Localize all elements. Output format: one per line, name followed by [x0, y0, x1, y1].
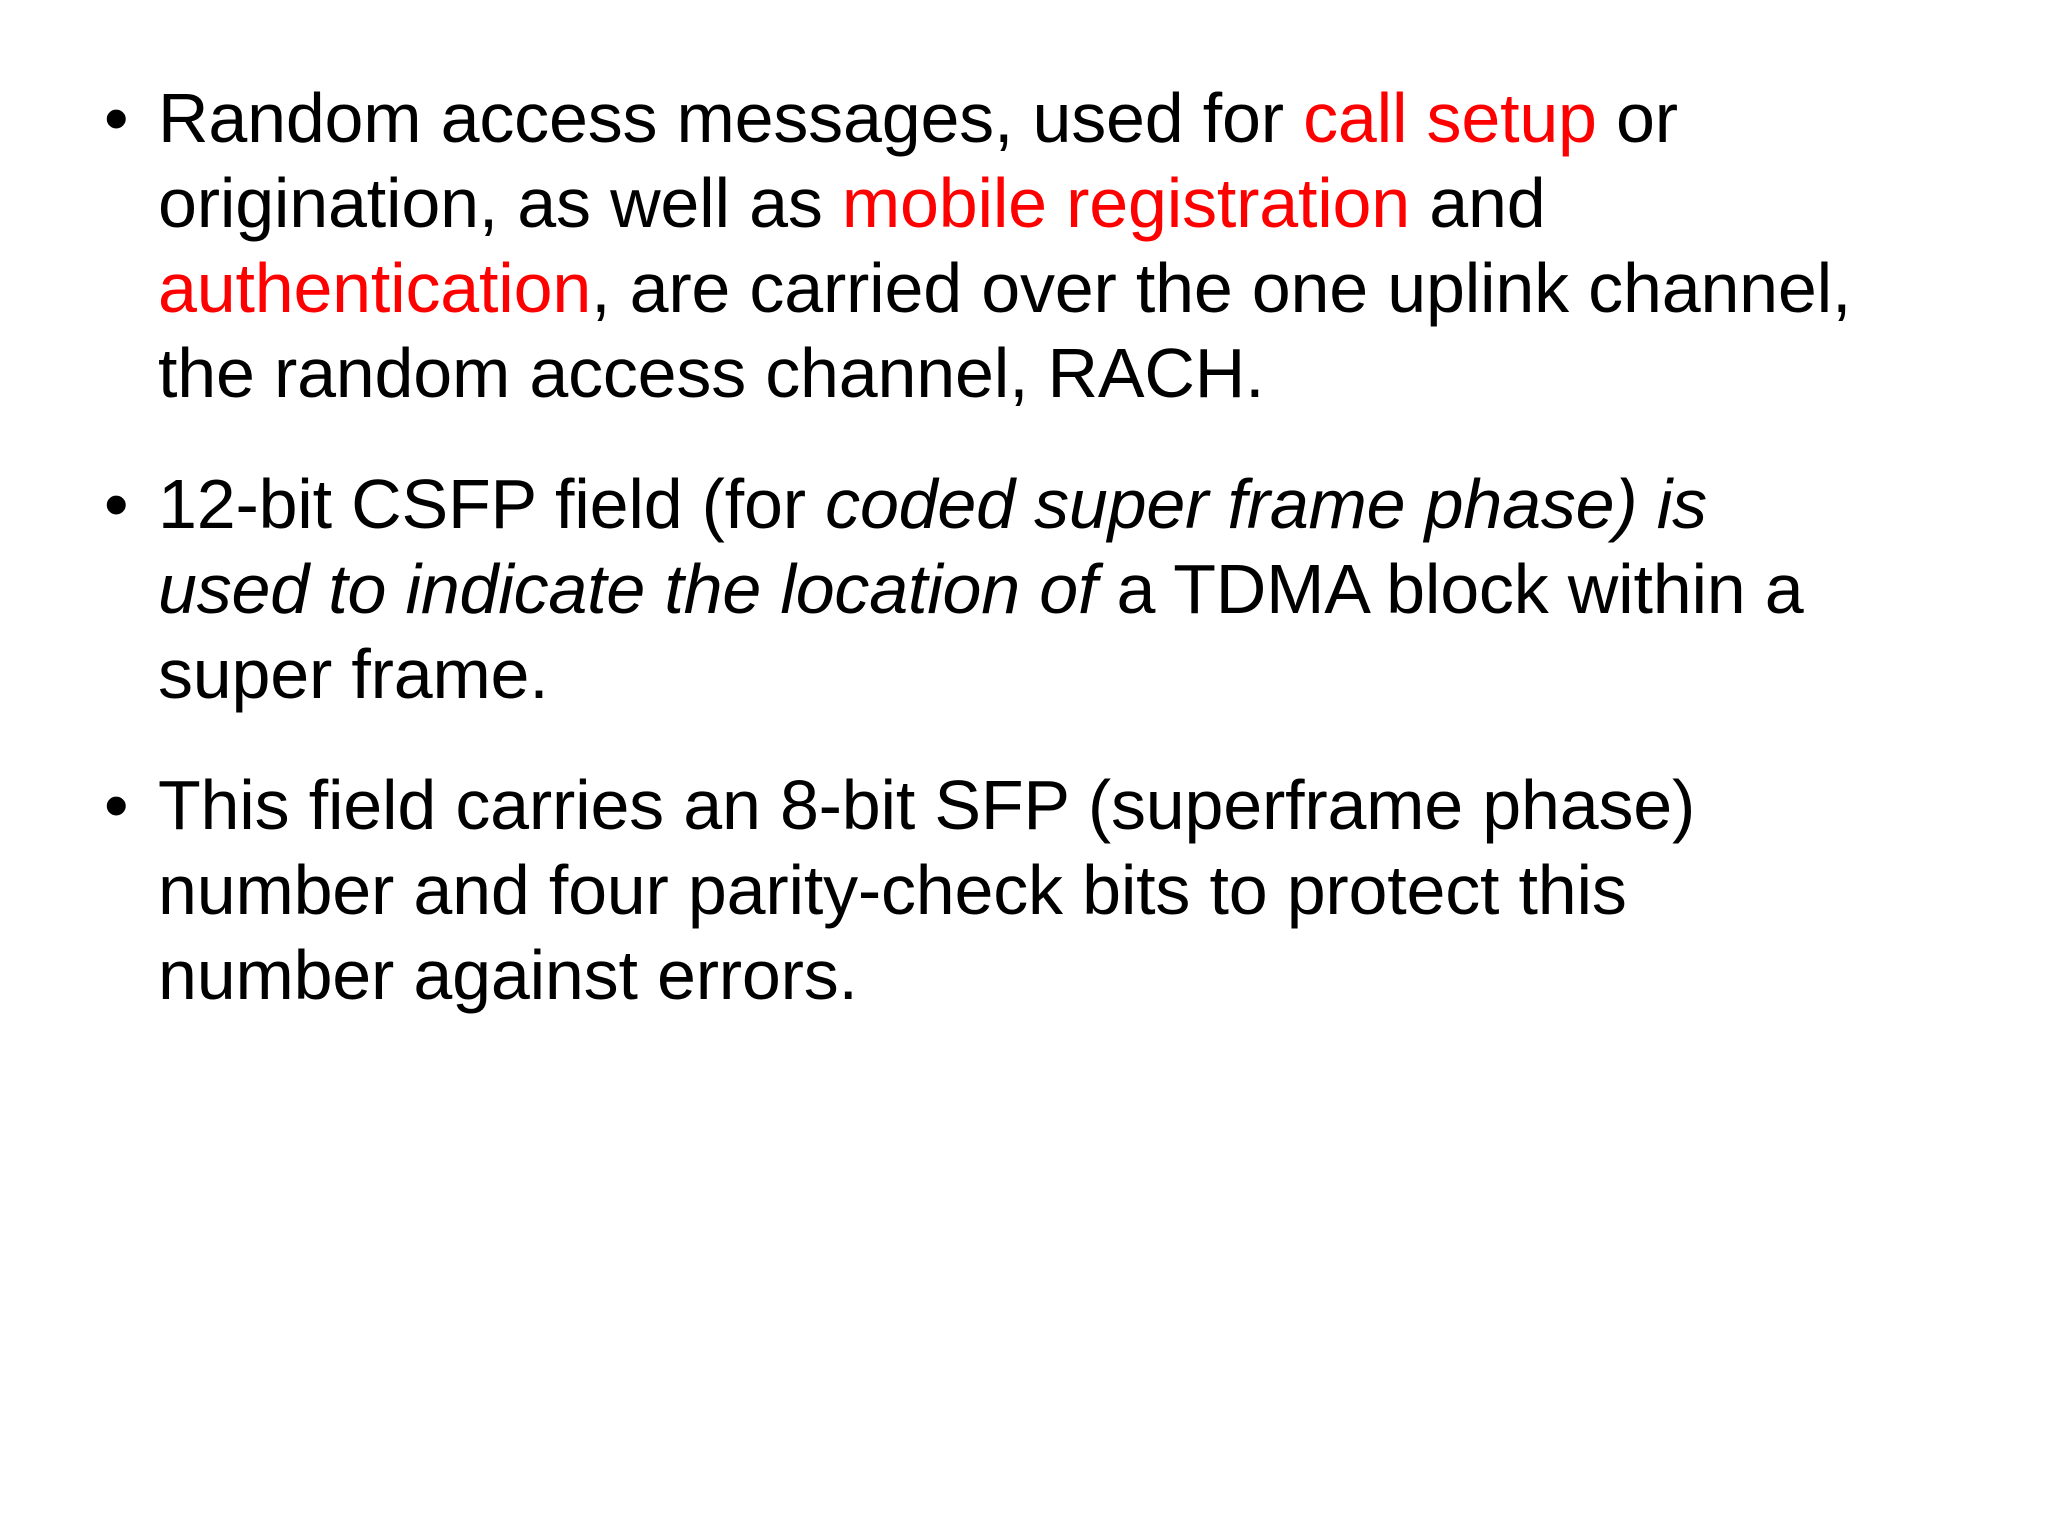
text-run-italic-coded-super-frame-phase: coded super frame phase) is used to indi…: [158, 465, 1707, 629]
text-run-plain: 12-bit CSFP field (for: [158, 465, 826, 544]
bullet-list-item: • This field carries an 8-bit SFP (super…: [100, 763, 1960, 1018]
text-run-highlight-authentication: authentication: [158, 249, 592, 328]
text-run-plain: and: [1410, 164, 1546, 243]
bullet-text: This field carries an 8-bit SFP (superfr…: [158, 763, 1878, 1018]
bullet-list-item: • Random access messages, used for call …: [100, 76, 1960, 416]
text-run-plain: Random access messages, used for: [158, 79, 1304, 157]
text-run-highlight-call-setup: call setup: [1303, 79, 1597, 157]
text-run-highlight-mobile-registration: mobile registration: [841, 164, 1411, 243]
text-run-plain: This field carries an 8-bit SFP (superfr…: [158, 766, 1696, 1015]
bullet-marker-icon: •: [104, 79, 129, 157]
text-run-plain: or origination, as well as: [158, 79, 1678, 243]
bullet-list-item: • 12-bit CSFP field (for coded super fra…: [100, 462, 1960, 717]
slide-body-content: • Random access messages, used for call …: [100, 76, 1960, 1018]
bullet-marker-icon: •: [104, 766, 129, 845]
bullet-text: 12-bit CSFP field (for coded super frame…: [158, 462, 1858, 717]
text-run-plain: a TDMA block within a super frame.: [158, 550, 1804, 714]
bullet-text: Random access messages, used for call se…: [158, 76, 1958, 416]
bullet-marker-icon: •: [104, 465, 129, 544]
text-run-plain: , are carried over the one uplink channe…: [158, 249, 1852, 413]
